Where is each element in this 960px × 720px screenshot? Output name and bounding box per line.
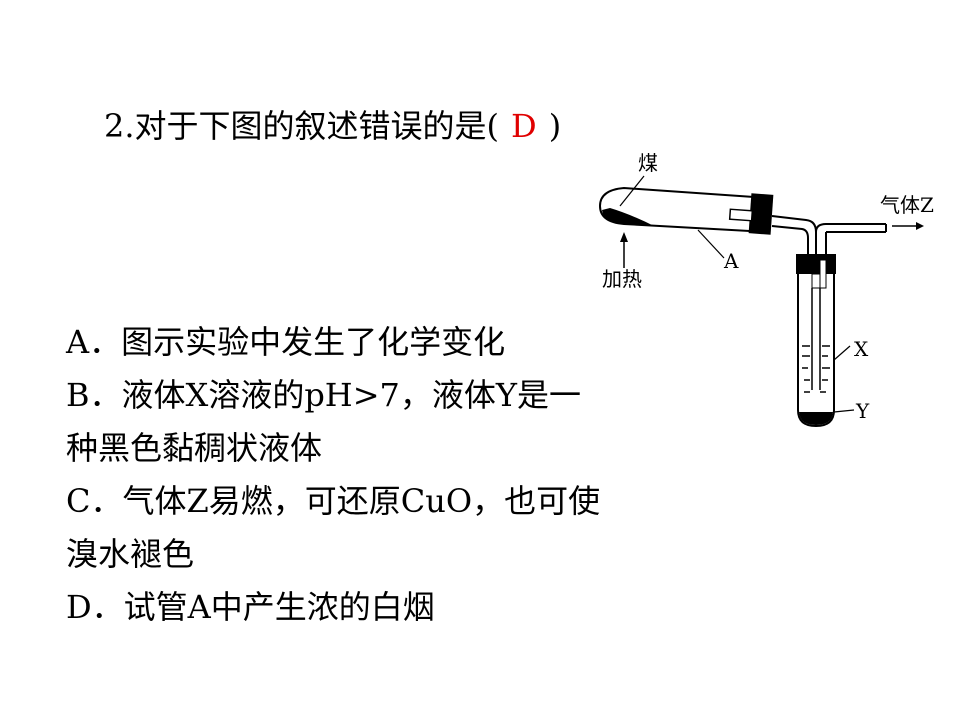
option-d: D．试管A中产生浓的白烟 bbox=[66, 581, 686, 634]
liquid-x bbox=[802, 345, 830, 393]
question-close-paren: ) bbox=[548, 107, 562, 145]
collection-test-tube bbox=[797, 254, 835, 428]
option-d-label: D． bbox=[66, 588, 124, 626]
tube-a-label: A bbox=[724, 249, 739, 273]
y-leader bbox=[833, 409, 855, 413]
option-a: A．图示实验中发生了化学变化 bbox=[66, 316, 686, 369]
options-list: A．图示实验中发生了化学变化 B．液体X溶液的pH>7，液体Y是一 种黑色黏稠状… bbox=[66, 316, 686, 634]
option-a-label: A． bbox=[66, 323, 122, 361]
option-c-label: C． bbox=[66, 482, 123, 520]
tube-stopper bbox=[748, 193, 774, 235]
option-d-text: 试管A中产生浓的白烟 bbox=[123, 588, 435, 626]
option-c-text-line2: 溴水褪色 bbox=[66, 535, 195, 573]
liquid-y bbox=[799, 412, 833, 425]
collection-stopper bbox=[796, 254, 836, 274]
tube-a-leader bbox=[697, 229, 725, 259]
option-b-text-line1: 液体X溶液的pH>7，液体Y是一 bbox=[121, 376, 582, 414]
option-b-continued: 种黑色黏稠状液体 bbox=[66, 422, 686, 475]
liquid-y-label: Y bbox=[856, 399, 870, 423]
option-a-text: 图示实验中发生了化学变化 bbox=[121, 323, 506, 361]
coal-label: 煤 bbox=[638, 151, 658, 175]
liquid-x-label: X bbox=[854, 337, 869, 361]
option-c: C．气体Z易燃，可还原CuO，也可使 bbox=[66, 475, 686, 528]
apparatus-diagram bbox=[598, 175, 924, 428]
delivery-tube bbox=[771, 215, 817, 258]
option-b: B．液体X溶液的pH>7，液体Y是一 bbox=[66, 369, 686, 422]
apparatus-figure: 煤 加热 A 气体Z X Y bbox=[590, 150, 950, 440]
option-c-text-line1: 气体Z易燃，可还原CuO，也可使 bbox=[122, 482, 601, 520]
x-leader bbox=[833, 345, 851, 361]
option-b-text-line2: 种黑色黏稠状液体 bbox=[66, 429, 323, 467]
gas-outlet-tube bbox=[815, 223, 886, 233]
heat-label: 加热 bbox=[602, 267, 642, 291]
question-stem: 2.对于下图的叙述错误的是( D) bbox=[104, 104, 561, 148]
gas-z-label: 气体Z bbox=[880, 193, 934, 217]
stopper-inner-tube bbox=[728, 208, 754, 222]
question-text: 2.对于下图的叙述错误的是( bbox=[104, 107, 500, 145]
option-c-continued: 溴水褪色 bbox=[66, 528, 686, 581]
option-b-label: B． bbox=[66, 376, 122, 414]
coal-leader bbox=[619, 175, 645, 207]
answer-letter: D bbox=[511, 107, 537, 145]
coal-sample bbox=[602, 208, 654, 226]
